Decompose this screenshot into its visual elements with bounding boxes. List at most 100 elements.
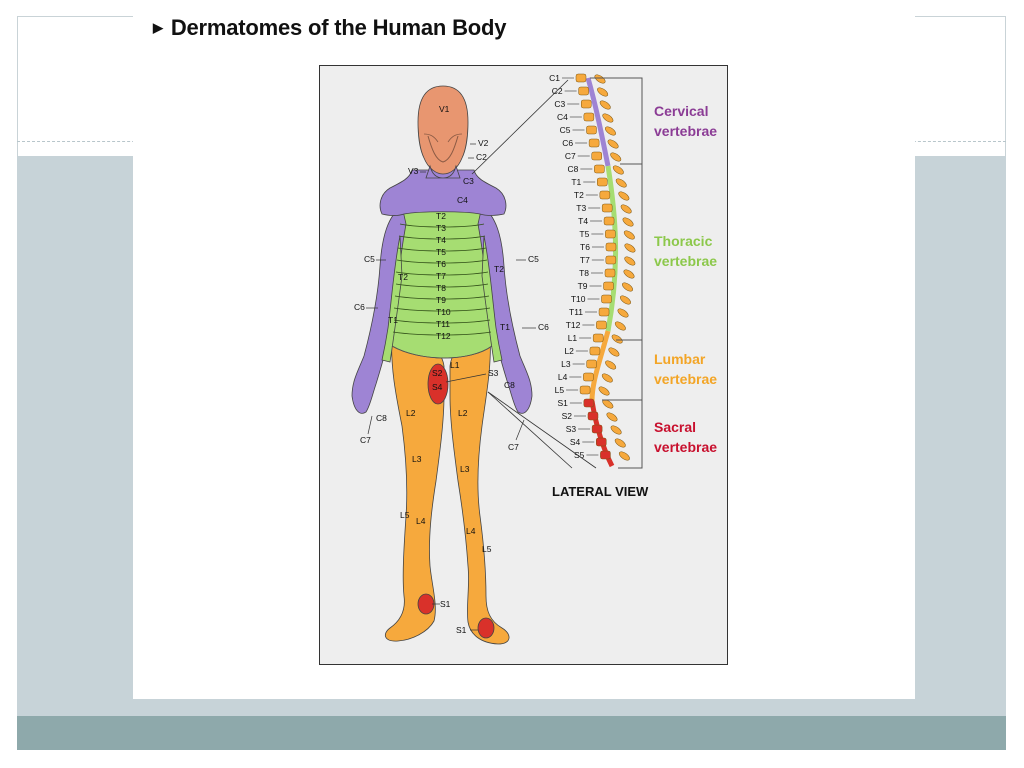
label-c6-right: C6 [538, 322, 549, 332]
vertebra-c8 [594, 164, 605, 174]
spine-label-c1: C1 [549, 73, 560, 83]
vertebra-process-t9 [622, 282, 633, 292]
spinal-cord-thoracic [605, 165, 619, 332]
vertebra-l3 [586, 359, 597, 369]
label-l3-right: L3 [460, 464, 470, 474]
spine-label-t5: T5 [579, 229, 589, 239]
label-t2-right: T2 [494, 264, 504, 274]
vertebra-process-c1 [594, 74, 606, 84]
vertebra-l2 [589, 346, 601, 356]
face-outline [427, 135, 459, 163]
vertebra-process-t2 [618, 191, 630, 201]
vertebra-process-t1 [615, 178, 627, 188]
label-c3: C3 [463, 176, 474, 186]
vertebra-t9 [603, 281, 614, 291]
spine-label-s3: S3 [566, 424, 577, 434]
spinal-cord-lumbar [589, 330, 611, 402]
torso-label-t12: T12 [436, 331, 451, 341]
vertebra-process-t6 [624, 243, 636, 253]
torso-label-t8: T8 [436, 283, 446, 293]
arm-left-inner-strip [381, 235, 403, 363]
label-s1-right: S1 [456, 625, 467, 635]
label-l4-right: L4 [466, 526, 476, 536]
vertebra-process-l5 [598, 386, 610, 396]
label-t2-left: T2 [398, 272, 408, 282]
vertebra-l1 [592, 333, 604, 343]
label-v1: V1 [439, 104, 450, 114]
leg-right-region [449, 333, 510, 645]
spine-label-l4: L4 [558, 372, 568, 382]
vertebrae-stack [575, 73, 636, 461]
vertebra-l5 [579, 385, 591, 395]
label-c7-left: C7 [360, 435, 371, 445]
spine-label-t3: T3 [576, 203, 586, 213]
torso-label-t6: T6 [436, 259, 446, 269]
vertebra-process-t12 [614, 321, 626, 331]
vertebra-process-s1 [602, 399, 614, 409]
spine-label-s5: S5 [574, 450, 585, 460]
slide-title-text: Dermatomes of the Human Body [170, 15, 507, 40]
vertebra-t12 [596, 320, 607, 330]
vertebra-s4 [596, 437, 607, 447]
dermatome-figure: C1C2C3C4C5C6C7C8T1T2T3T4T5T6T7T8T9T10T11… [319, 65, 728, 665]
vertebra-t2 [599, 190, 611, 200]
label-c5-right: C5 [528, 254, 539, 264]
vertebra-c6 [588, 138, 600, 148]
region-thoracic-line2: vertebrae [654, 253, 717, 269]
leg-left-region [384, 333, 445, 642]
vertebra-s3 [591, 424, 603, 434]
label-l3-left: L3 [412, 454, 422, 464]
neck-region [425, 164, 461, 179]
vertebra-process-s4 [614, 438, 626, 448]
label-l1: L1 [450, 360, 460, 370]
spine-label-c8: C8 [567, 164, 578, 174]
spine-label-t12: T12 [566, 320, 581, 330]
foot-left-sacral-region [417, 593, 435, 615]
vertebra-t10 [601, 294, 612, 304]
spine-label-c3: C3 [554, 99, 565, 109]
slide-footer-bar [17, 716, 1006, 750]
torso-label-t7: T7 [436, 271, 446, 281]
shoulder-region [379, 169, 507, 216]
spine-label-l1: L1 [568, 333, 578, 343]
region-lumbar-line1: Lumbar [654, 351, 706, 367]
triangle-bullet-icon: ▶ [153, 20, 163, 35]
label-c6-left: C6 [354, 302, 365, 312]
vertebra-process-c5 [605, 126, 616, 136]
vertebra-process-t3 [620, 204, 632, 214]
vertebra-process-c8 [612, 165, 624, 175]
vertebra-process-l1 [611, 334, 623, 344]
vertebra-s1 [583, 398, 595, 408]
dermatome-diagram: C1C2C3C4C5C6C7C8T1T2T3T4T5T6T7T8T9T10T11… [351, 73, 717, 645]
spine-label-c4: C4 [557, 112, 568, 122]
spine-label-t4: T4 [578, 216, 588, 226]
vertebra-process-t8 [623, 269, 635, 279]
vertebra-process-l3 [605, 360, 617, 370]
vertebra-s5 [600, 450, 611, 460]
vertebra-process-s3 [610, 425, 622, 435]
vertebra-process-l4 [601, 373, 613, 383]
v3-boundary [447, 133, 463, 143]
vertebra-s2 [587, 411, 599, 421]
vertebra-process-s5 [618, 451, 630, 461]
torso-label-t10: T10 [436, 307, 451, 317]
region-thoracic-line1: Thoracic [654, 233, 713, 249]
vertebra-process-c3 [599, 100, 611, 110]
genital-sacral-region [427, 363, 449, 405]
vertebra-t4 [603, 216, 615, 226]
vertebra-c1 [575, 73, 587, 83]
label-l2-left: L2 [406, 408, 416, 418]
spine-lateral-view: C1C2C3C4C5C6C7C8T1T2T3T4T5T6T7T8T9T10T11… [549, 73, 717, 499]
body-labels: V1 V2 C2 V3 C3 C4 T2T3T4T5T6T7T8T9T10T11… [354, 104, 549, 635]
torso-label-t4: T4 [436, 235, 446, 245]
label-c8-right: C8 [504, 380, 515, 390]
vertebra-process-s2 [606, 412, 618, 422]
vertebra-t7 [605, 255, 617, 265]
label-v2: V2 [478, 138, 489, 148]
label-l5-right: L5 [482, 544, 492, 554]
spine-label-l3: L3 [561, 359, 571, 369]
torso-label-t3: T3 [436, 223, 446, 233]
vertebra-process-l2 [608, 347, 620, 357]
vertebra-t1 [596, 177, 608, 187]
